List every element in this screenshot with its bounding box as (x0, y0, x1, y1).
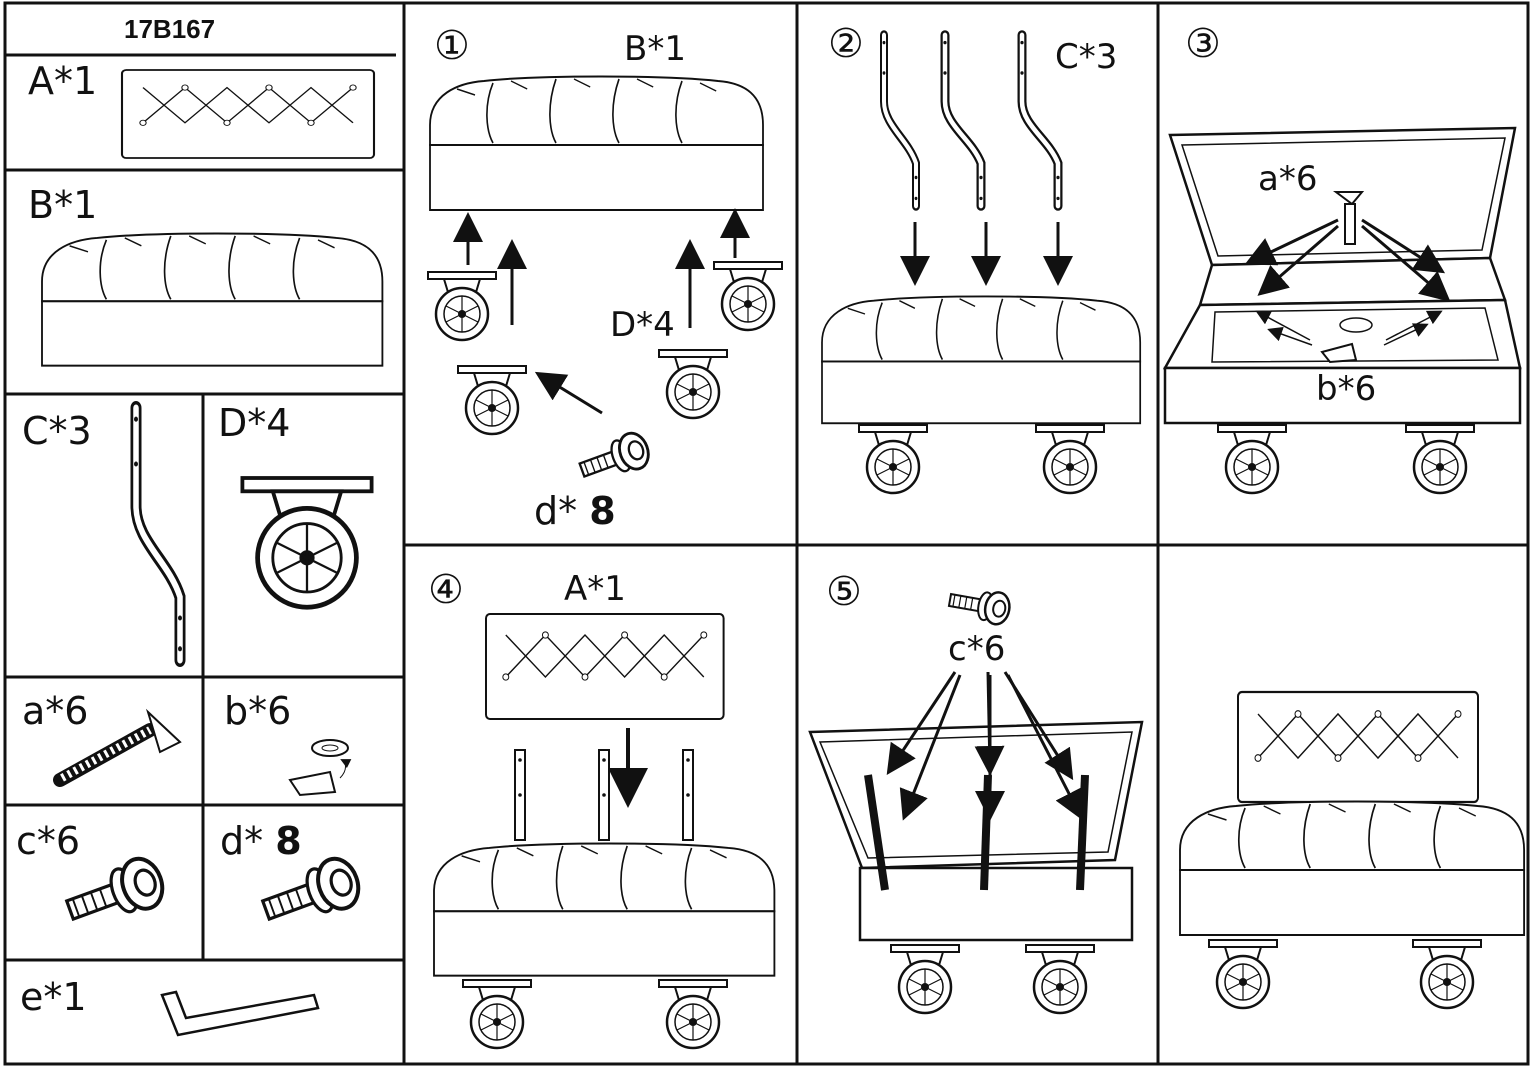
step4-casters (461, 978, 729, 1050)
step5-open-lid (808, 720, 1144, 942)
part-b-seat-drawing (41, 232, 384, 367)
part-d-caster-drawing (242, 478, 371, 607)
part-a-screw-label: a*6 (22, 689, 89, 733)
step1-casters (426, 260, 784, 436)
part-b-label: B*1 (28, 183, 98, 227)
part-c-bolt-label: c*6 (16, 819, 81, 863)
step1-number: ① (434, 23, 470, 69)
step4-number: ④ (428, 567, 464, 613)
part-a-screw-drawing (53, 708, 182, 787)
step1-bolt-label: d* 8 (534, 489, 616, 533)
step2-brackets (883, 35, 1060, 206)
panel-grid (3, 1, 1530, 1066)
step4-brackets (514, 749, 694, 841)
step3-screw (1333, 191, 1365, 245)
part-e-allen-key-drawing (160, 990, 320, 1037)
step2-ottoman (821, 295, 1142, 425)
step1-part-label: B*1 (624, 29, 686, 69)
part-b-nut-drawing (288, 739, 352, 797)
step4-backrest (484, 612, 725, 721)
part-c-bracket-drawing (134, 408, 182, 660)
part-e-key-label: e*1 (20, 975, 87, 1019)
model-number: 17B167 (124, 14, 216, 44)
step3-small-arrows (1255, 310, 1443, 346)
part-c-bolt-drawing (61, 853, 169, 934)
step1-caster-label: D*4 (610, 305, 675, 345)
final-casters (1207, 938, 1483, 1010)
step3-number: ③ (1185, 21, 1221, 67)
step5-number: ⑤ (826, 569, 862, 615)
final-ottoman (1179, 800, 1526, 936)
part-d-bolt-label: d* 8 (220, 819, 302, 863)
step2-casters (857, 423, 1106, 495)
step3-nut (1320, 317, 1373, 364)
part-d-label: D*4 (218, 401, 291, 445)
final-backrest (1236, 690, 1480, 804)
step3-nut-label: b*6 (1316, 369, 1377, 409)
step1-ottoman (429, 75, 764, 211)
step1-arrows (453, 208, 750, 415)
step3-arrows (1244, 218, 1451, 302)
step2-arrows (900, 222, 1073, 286)
step3-screw-label: a*6 (1258, 159, 1318, 199)
step5-arrows (886, 671, 1083, 821)
step5-bolt (945, 582, 1014, 628)
part-d-bolt-drawing (257, 853, 365, 934)
step4-part-label: A*1 (564, 569, 626, 609)
part-c-label: C*3 (22, 409, 92, 453)
step2-part-label: C*3 (1055, 37, 1118, 77)
step5-casters (889, 943, 1096, 1015)
part-b-nut-label: b*6 (224, 689, 292, 733)
step5-bolt-label: c*6 (948, 629, 1006, 669)
step4-ottoman (433, 842, 776, 977)
part-a-backrest-drawing (120, 68, 376, 160)
step3-casters (1216, 423, 1476, 495)
part-a-label: A*1 (28, 59, 98, 103)
step1-bolt (574, 427, 655, 489)
step2-number: ② (828, 21, 864, 67)
